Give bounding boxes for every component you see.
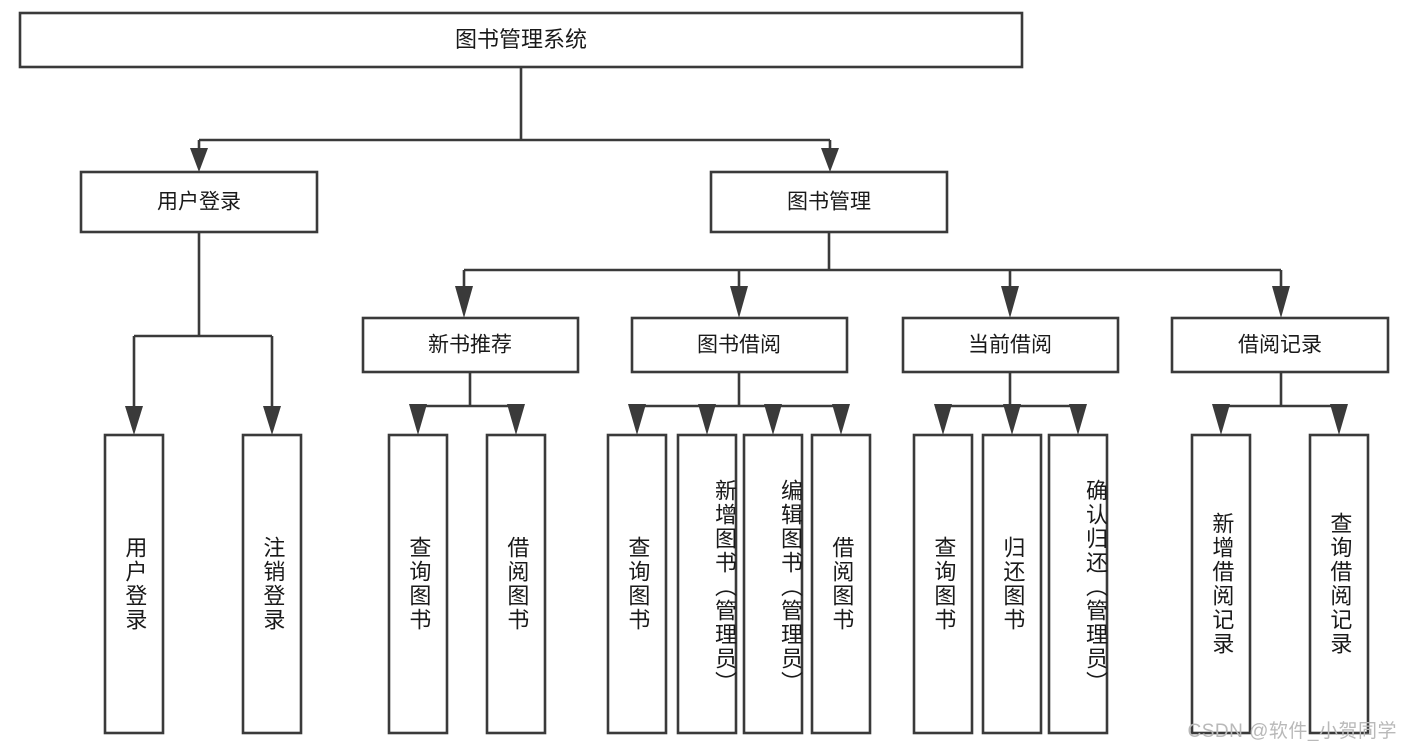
node-book-borrow[interactable]: 图书借阅 <box>630 316 849 374</box>
node-root-box[interactable] <box>18 11 1024 69</box>
node-leaf-logout-box[interactable] <box>241 433 303 735</box>
node-root-label: 图书管理系统 <box>455 27 587 52</box>
node-leaf-add-book-label: 新增图书（管理员） <box>712 479 737 695</box>
arrow-head-book-borrow <box>730 286 748 318</box>
connector-borrowrecord-to-leaves <box>1212 372 1348 435</box>
connector-userlogin-to-leaves <box>125 232 281 435</box>
node-leaf-confirm-return-box[interactable] <box>1047 433 1109 735</box>
node-user-login[interactable]: 用户登录 <box>79 170 319 234</box>
node-borrow-record-label: 借阅记录 <box>1238 334 1322 357</box>
node-borrow-record-box[interactable] <box>1170 316 1390 374</box>
node-user-login-box[interactable] <box>79 170 319 234</box>
node-leaf-borrow-book-box[interactable] <box>810 433 872 735</box>
node-leaf-logout-label: 注销登录 <box>260 536 286 632</box>
node-leaf-return-book-label: 归还图书 <box>1000 536 1026 632</box>
node-current-borrow-box[interactable] <box>901 316 1120 374</box>
node-leaf-query-book-cur-label: 查询图书 <box>931 536 957 632</box>
node-book-borrow-label: 图书借阅 <box>697 334 781 357</box>
arrow-head-leaf-logout <box>263 406 281 435</box>
node-user-login-label: 用户登录 <box>157 191 241 214</box>
node-leaf-query-record-box[interactable] <box>1308 433 1370 735</box>
node-book-management-box[interactable] <box>709 170 949 234</box>
arrow-head-leaf-query-book-cur <box>934 404 952 435</box>
connector-newbook-to-leaves <box>409 372 525 435</box>
leaf-boxes <box>103 433 1370 735</box>
connector-currentborrow-to-leaves <box>934 372 1087 435</box>
arrow-head-leaf-add-record <box>1212 404 1230 435</box>
arrow-head-leaf-user-login <box>125 406 143 435</box>
node-leaf-user-login-label: 用户登录 <box>122 536 148 632</box>
node-new-book-recommend[interactable]: 新书推荐 <box>361 316 580 374</box>
arrow-head-leaf-edit-book <box>764 404 782 435</box>
node-root[interactable]: 图书管理系统 <box>18 11 1024 69</box>
node-leaf-confirm-return-label: 确认归还（管理员） <box>1083 479 1108 695</box>
arrow-head-book-management <box>821 148 839 172</box>
node-leaf-add-record-box[interactable] <box>1190 433 1252 735</box>
arrow-head-leaf-query-book-borrow <box>628 404 646 435</box>
arrow-head-new-book-recommend <box>455 286 473 318</box>
node-leaf-edit-book-label: 编辑图书（管理员） <box>778 479 803 695</box>
node-borrow-record[interactable]: 借阅记录 <box>1170 316 1390 374</box>
node-leaf-borrow-book-rec-box[interactable] <box>485 433 547 735</box>
arrow-head-leaf-borrow-book-rec <box>507 404 525 435</box>
node-book-borrow-box[interactable] <box>630 316 849 374</box>
node-leaf-user-login-box[interactable] <box>103 433 165 735</box>
node-current-borrow-label: 当前借阅 <box>968 334 1052 357</box>
arrow-head-leaf-borrow-book <box>832 404 850 435</box>
node-leaf-borrow-book-label: 借阅图书 <box>829 536 855 632</box>
node-leaf-query-book-rec-label: 查询图书 <box>406 536 432 632</box>
node-leaf-edit-book-box[interactable] <box>742 433 804 735</box>
connector-bookborrow-to-leaves <box>628 372 850 435</box>
node-leaf-query-book-borrow-label: 查询图书 <box>625 536 651 632</box>
connector-bookmgmt-to-level2 <box>455 232 1290 318</box>
node-leaf-query-book-cur-box[interactable] <box>912 433 974 735</box>
arrow-head-leaf-add-book <box>698 404 716 435</box>
arrow-head-current-borrow <box>1001 286 1019 318</box>
arrow-head-leaf-query-record <box>1330 404 1348 435</box>
node-leaf-query-book-borrow-box[interactable] <box>606 433 668 735</box>
node-book-management-label: 图书管理 <box>787 191 871 214</box>
node-leaf-add-record-label: 新增借阅记录 <box>1209 512 1235 656</box>
arrow-head-leaf-return-book <box>1003 404 1021 435</box>
arrow-head-borrow-record <box>1272 286 1290 318</box>
csdn-watermark: CSDN @软件_小贺同学 <box>1187 721 1397 742</box>
arrow-head-leaf-confirm-return <box>1069 404 1087 435</box>
arrow-head-user-login <box>190 148 208 172</box>
node-leaf-borrow-book-rec-label: 借阅图书 <box>504 536 530 632</box>
node-leaf-query-record-label: 查询借阅记录 <box>1327 512 1353 656</box>
node-new-book-recommend-label: 新书推荐 <box>428 334 512 357</box>
node-leaf-return-book-box[interactable] <box>981 433 1043 735</box>
connector-root-to-level1 <box>190 67 839 172</box>
arrow-head-leaf-query-book-rec <box>409 404 427 435</box>
node-book-management[interactable]: 图书管理 <box>709 170 949 234</box>
node-current-borrow[interactable]: 当前借阅 <box>901 316 1120 374</box>
node-new-book-recommend-box[interactable] <box>361 316 580 374</box>
node-leaf-add-book-box[interactable] <box>676 433 738 735</box>
node-leaf-query-book-rec-box[interactable] <box>387 433 449 735</box>
